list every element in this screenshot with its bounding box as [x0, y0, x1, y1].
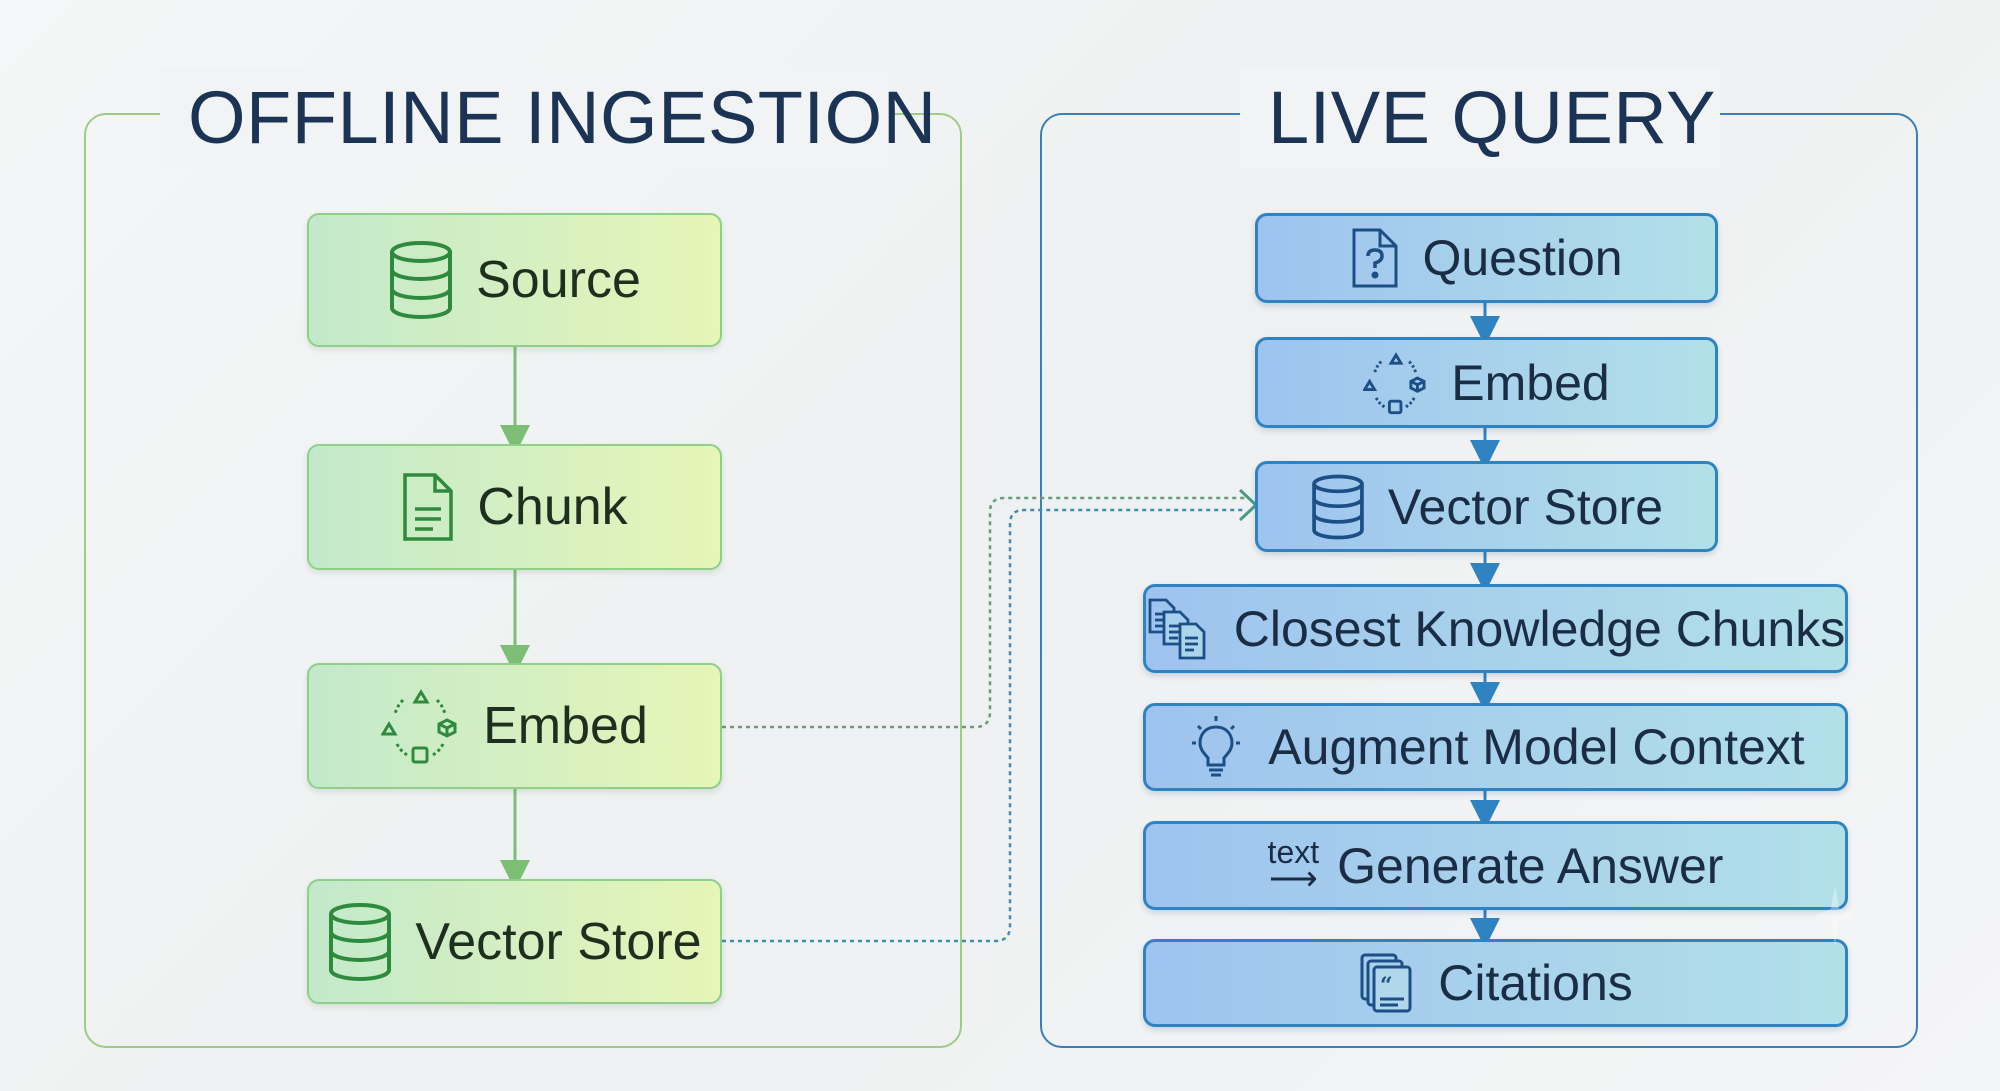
database-icon	[1310, 474, 1366, 540]
database-icon	[327, 902, 393, 982]
live-step-generate-answer: text ⟶ Generate Answer	[1143, 821, 1848, 910]
live-step-label: Generate Answer	[1337, 837, 1724, 894]
live-step-label: Closest Knowledge Chunks	[1233, 600, 1846, 657]
arrow-right-icon: ⟶	[1268, 859, 1318, 898]
stacked-documents-icon	[1146, 596, 1212, 662]
dotted-link-embed-to-live-vectorstore	[722, 496, 1245, 729]
live-step-closest-knowledge-chunks: Closest Knowledge Chunks	[1143, 584, 1848, 673]
live-step-label: Vector Store	[1387, 478, 1664, 535]
live-step-citations: “ Citations	[1143, 939, 1848, 1027]
offline-step-chunk: Chunk	[307, 444, 722, 570]
offline-step-label: Embed	[483, 697, 648, 755]
live-step-label: Question	[1422, 230, 1623, 286]
embedding-shapes-icon	[381, 686, 461, 766]
live-step-label: Citations	[1438, 955, 1633, 1011]
live-step-label: Embed	[1451, 354, 1610, 411]
offline-step-label: Chunk	[477, 478, 628, 536]
offline-step-embed: Embed	[307, 663, 722, 789]
document-icon	[401, 471, 455, 543]
database-icon	[388, 240, 454, 320]
live-step-label: Augment Model Context	[1268, 719, 1805, 775]
offline-step-vector-store: Vector Store	[307, 879, 722, 1004]
text-arrow-icon: text ⟶	[1268, 836, 1320, 896]
text-icon-word: text	[1267, 833, 1320, 870]
question-document-icon	[1350, 226, 1400, 290]
dotted-link-arrowhead	[1238, 488, 1259, 522]
offline-ingestion-title: OFFLINE INGESTION	[160, 68, 936, 168]
offline-step-source: Source	[307, 213, 722, 347]
dotted-link-vectorstore-to-live-vectorstore	[722, 508, 1245, 943]
quote-documents-icon: “	[1358, 951, 1416, 1015]
svg-text:“: “	[1380, 973, 1393, 999]
live-step-embed: Embed	[1255, 337, 1718, 428]
live-query-title: LIVE QUERY	[1240, 68, 1720, 168]
offline-step-label: Vector Store	[415, 912, 702, 971]
live-step-question: Question	[1255, 213, 1718, 303]
live-step-vector-store: Vector Store	[1255, 461, 1718, 552]
live-step-augment-model-context: Augment Model Context	[1143, 703, 1848, 791]
offline-step-label: Source	[476, 251, 641, 309]
lightbulb-icon	[1186, 715, 1246, 779]
sparkle-icon	[1815, 885, 1855, 945]
embedding-shapes-icon	[1363, 350, 1429, 416]
